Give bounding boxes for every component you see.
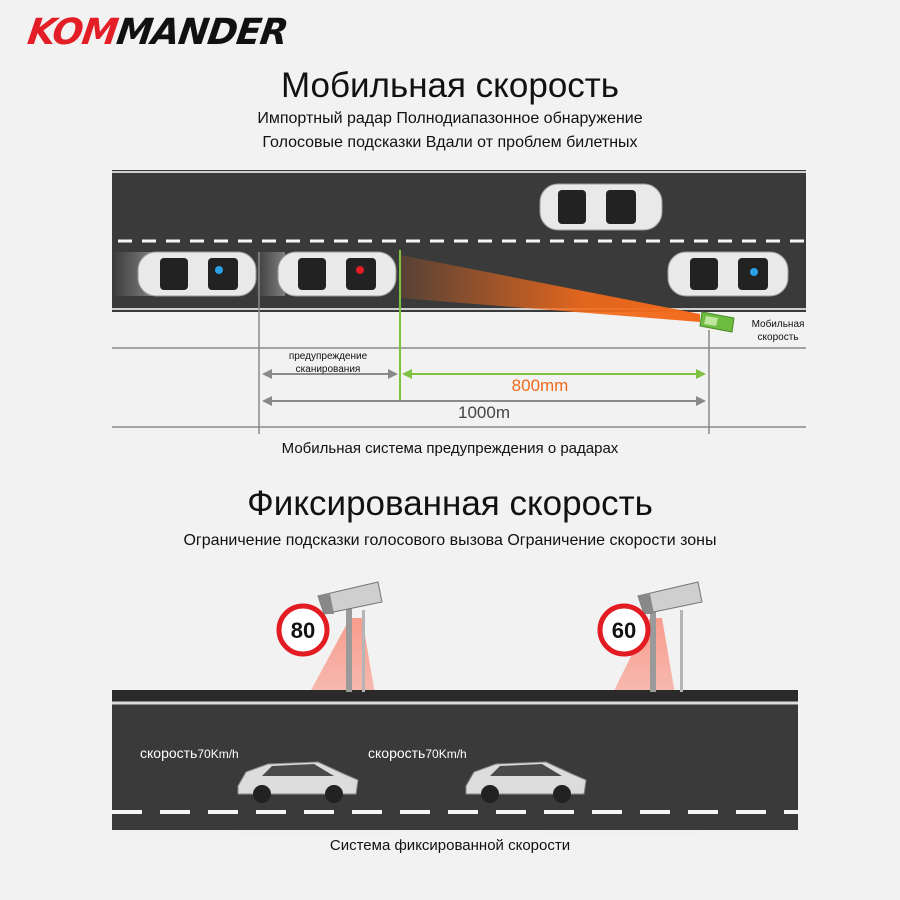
blue-light-icon [215,266,223,274]
radar-device-icon [699,311,735,333]
speed-label-2-prefix: скорость [368,745,426,761]
speed-label-1: скорость70Km/h [140,745,239,761]
fixed-caption: Система фиксированной скорости [329,837,571,854]
car-middle [277,251,397,297]
speed-label-1-value: 70Km/h [197,747,239,761]
car-fixed-2 [465,761,587,803]
speed-label-1-prefix: скорость [140,745,198,761]
radar-label: Мобильная скорость [751,319,805,343]
fixed-line1: Ограничение подсказки голосового вызова … [183,532,717,549]
speed-sign-60-value: 60 [611,618,637,643]
green-arrow [402,369,706,379]
red-light-icon [356,266,364,274]
mobile-line2: Голосовые подсказки Вдали от проблем бил… [262,134,638,151]
speed-sign-80 [276,603,330,657]
mobile-line1: Импортный радар Полнодиапазонное обнаруж… [257,110,643,127]
speed-label-2: скорость70Km/h [368,745,467,761]
car-fixed-1 [237,761,359,803]
mobile-title: Мобильная скорость [280,66,620,105]
speed-label-2-value: 70Km/h [425,747,467,761]
mobile-caption: Мобильная система предупреждения о радар… [281,440,619,457]
car-right [667,251,789,297]
camera-pole-1 [317,581,383,692]
car-top [539,183,663,231]
car-left [137,251,257,297]
radar-beam [400,255,700,322]
warn-arrow [262,369,398,379]
road-fixed [112,690,798,830]
warn-label: предупреждение сканирования [288,351,368,375]
blue-light-icon [750,268,758,276]
fixed-title: Фиксированная скорость [247,484,653,523]
distance-green: 800mm [511,376,569,395]
total-arrow [262,396,706,406]
speed-sign-60 [597,603,651,657]
distance-total: 1000m [458,403,510,422]
speed-sign-80-value: 80 [290,618,316,643]
camera-pole-2 [637,581,703,692]
